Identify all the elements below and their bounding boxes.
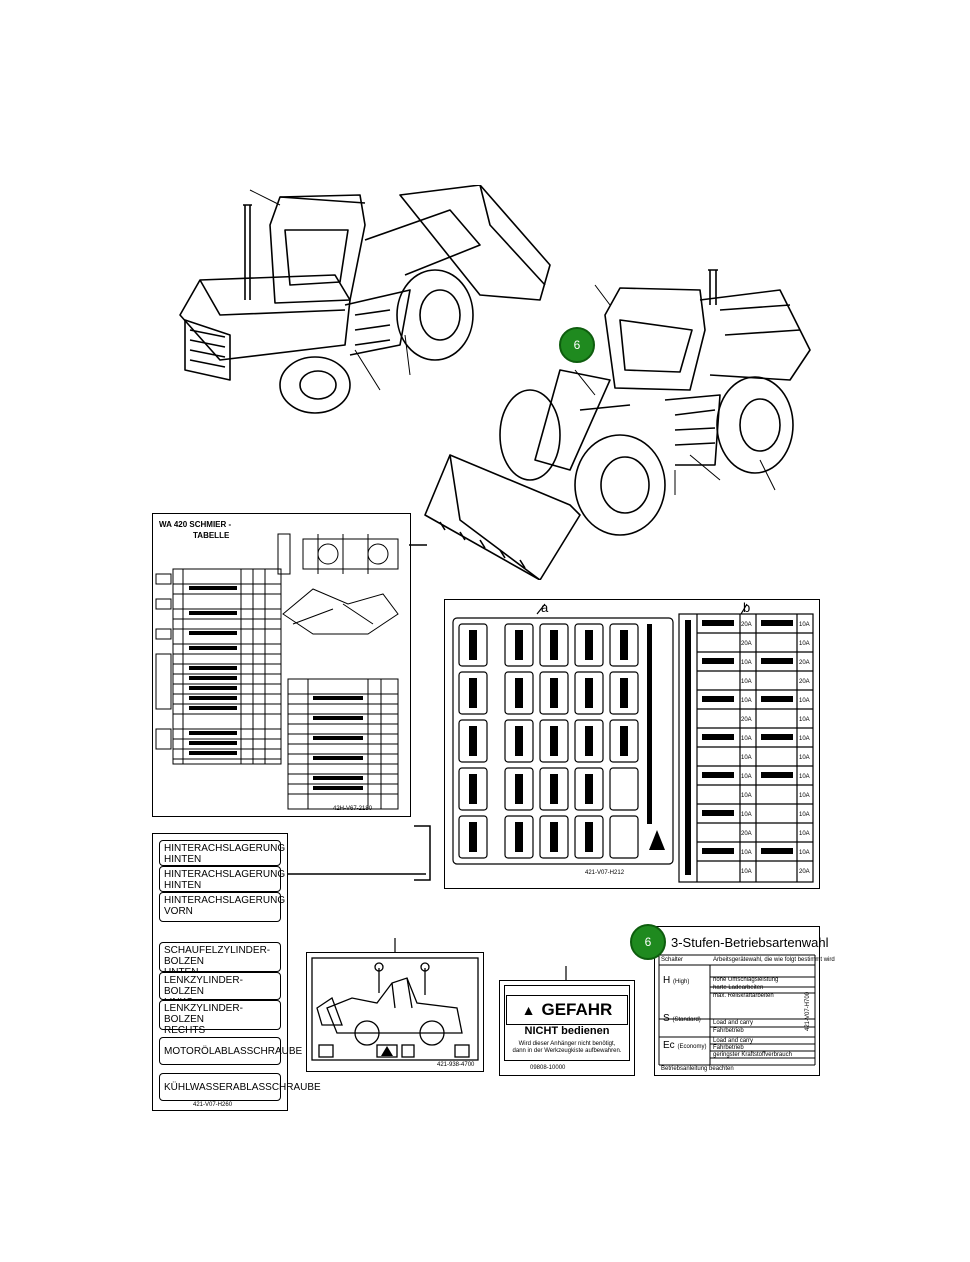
mode-ec-label: Ec (Economy) [663, 1040, 706, 1051]
fuse-rating-r1: 10A [799, 622, 810, 628]
fuse-rating-9: 10A [741, 774, 752, 780]
mode-ec-letter: Ec [663, 1040, 675, 1051]
fuse-rating-10: 10A [741, 793, 752, 799]
fuse-rating-3: 10A [741, 660, 752, 666]
lube-label-7: MOTORÖLABLASSCHRAUBE [159, 1037, 302, 1065]
fuse-rating-1: 20A [741, 622, 752, 628]
leader-line [409, 544, 427, 546]
danger-note-line-1: Wird dieser Anhänger nicht benötigt, [518, 1041, 616, 1047]
fuse-section-a-label: a [541, 600, 549, 615]
lifting-diagram [311, 957, 479, 1061]
mode-s-line-2: Fahrbetrieb [713, 1028, 744, 1034]
fuse-rating-r11: 10A [799, 812, 810, 818]
mode-header-desc: Arbeitsgerätewahl, die wie folgt bestimm… [713, 957, 835, 963]
lube-labels-code: 421-V07-H260 [193, 1102, 233, 1108]
danger-heading: GEFAHR [541, 1000, 613, 1019]
lube-chart-table-graphic [155, 533, 399, 810]
lube-label-4: SCHAUFELZYLINDER-BOLZEN UNTEN [159, 942, 281, 978]
leader-line [394, 938, 396, 952]
fuse-rating-2: 20A [741, 641, 752, 647]
lube-chart-code: 42H-V67-2180 [333, 806, 373, 812]
fuse-rating-r4: 20A [799, 679, 810, 685]
callout-badge-6[interactable]: 6 [559, 327, 595, 363]
mode-h-label: H (High) [663, 975, 689, 986]
fuse-rating-7: 10A [741, 736, 752, 742]
fuse-rating-14: 10A [741, 869, 752, 875]
fuse-rating-r5: 10A [799, 698, 810, 704]
fuse-rating-r10: 10A [799, 793, 810, 799]
mode-s-letter: S [663, 1013, 670, 1024]
fuse-rating-8: 10A [741, 755, 752, 761]
mode-ec-sub: (Economy) [677, 1044, 707, 1050]
fuse-rating-6: 20A [741, 717, 752, 723]
fuse-box-decal: a b [444, 599, 820, 889]
mode-ec-line-1: Load and carry [713, 1038, 754, 1044]
danger-decal-code: 09808-10000 [530, 1065, 566, 1071]
lube-label-5: LENKZYLINDER-BOLZEN LINKS [159, 972, 281, 1008]
mode-s-line-1: Load and carry [713, 1020, 754, 1026]
lube-chart-title: WA 420 SCHMIER - [159, 520, 232, 529]
fuse-rating-r6: 10A [799, 717, 810, 723]
fuse-rating-r3: 20A [799, 660, 810, 666]
lube-label-8: KÜHLWASSERABLASSCHRAUBE [159, 1073, 321, 1101]
fuse-rating-12: 20A [741, 831, 752, 837]
loader-front-view-illustration [424, 269, 811, 580]
mode-h-line-1: hohe Umschlagsleistung [713, 977, 779, 983]
bracket-connector [286, 825, 431, 881]
fuse-rating-5: 10A [741, 698, 752, 704]
mode-h-letter: H [663, 975, 671, 986]
lube-chart-subtitle: TABELLE [193, 531, 230, 540]
fuse-rating-r7: 10A [799, 736, 810, 742]
danger-heading-box: ▲ GEFAHR [506, 995, 628, 1025]
fuse-rating-r2: 10A [799, 641, 810, 647]
fuse-rating-4: 10A [741, 679, 752, 685]
mode-selection-decal: 3-Stufen-Betriebsartenwahl Schalter Arbe… [654, 926, 835, 1076]
lube-label-3: HINTERACHSLAGERUNG VORN [159, 892, 285, 922]
fuse-section-b-label: b [743, 600, 751, 615]
fuse-rating-r8: 10A [799, 755, 810, 761]
mode-s-sub: (Standard) [672, 1017, 701, 1023]
warning-triangle-icon: ▲ [521, 1002, 536, 1018]
fuse-rating-r12: 10A [799, 831, 810, 837]
mode-h-line-3: max. Reißkraftarbeiten [713, 993, 774, 999]
danger-instruction: NICHT bedienen [524, 1025, 610, 1037]
danger-warning-decal: ▲ GEFAHR NICHT bedienen Wird dieser Anhä… [499, 980, 635, 1076]
mode-ec-line-3: geringster Kraftstoffverbrauch [713, 1052, 792, 1058]
fuse-rating-11: 10A [741, 812, 752, 818]
mode-h-sub: (High) [673, 979, 690, 985]
mode-decal-code: 421-V07-H700 [805, 991, 811, 1031]
fuse-grid-graphic [452, 603, 814, 883]
fuse-rating-13: 10A [741, 850, 752, 856]
lube-label-6: LENKZYLINDER-BOLZEN RECHTS [159, 1000, 281, 1036]
callout-badge-6[interactable]: 6 [630, 924, 666, 960]
lifting-decal-code: 421-938-4700 [437, 1062, 475, 1068]
lube-label-2: HINTERACHSLAGERUNG HINTEN [159, 866, 285, 892]
mode-header-switch: Schalter [661, 957, 684, 963]
mode-footer-note: Betriebsanleitung beachten [661, 1066, 734, 1072]
fuse-rating-r13: 10A [799, 850, 810, 856]
fuse-panel-code: 421-V07-H212 [585, 870, 625, 876]
leader-line [565, 966, 567, 980]
mode-ec-line-2: Fahrbetrieb [713, 1045, 744, 1051]
danger-note-line-2: dann in der Werkzeugkiste aufbewahren. [512, 1048, 622, 1054]
mode-table-lines [658, 954, 816, 1066]
lube-point-labels-sheet: HINTERACHSLAGERUNG HINTEN HINTERACHSLAGE… [152, 833, 321, 1111]
lube-label-1: HINTERACHSLAGERUNG HINTEN [159, 840, 285, 866]
fuse-rating-r9: 10A [799, 774, 810, 780]
lubrication-chart-decal: WA 420 SCHMIER - TABELLE [152, 513, 411, 817]
fuse-rating-r14: 20A [799, 869, 810, 875]
mode-s-label: S (Standard) [663, 1013, 701, 1024]
mode-selection-title: 3-Stufen-Betriebsartenwahl [671, 935, 829, 950]
mode-h-line-2: harte Ladearbeiten [713, 985, 764, 991]
lifting-points-decal: 421-938-4700 [306, 952, 484, 1072]
loader-rear-view-illustration [179, 185, 551, 414]
